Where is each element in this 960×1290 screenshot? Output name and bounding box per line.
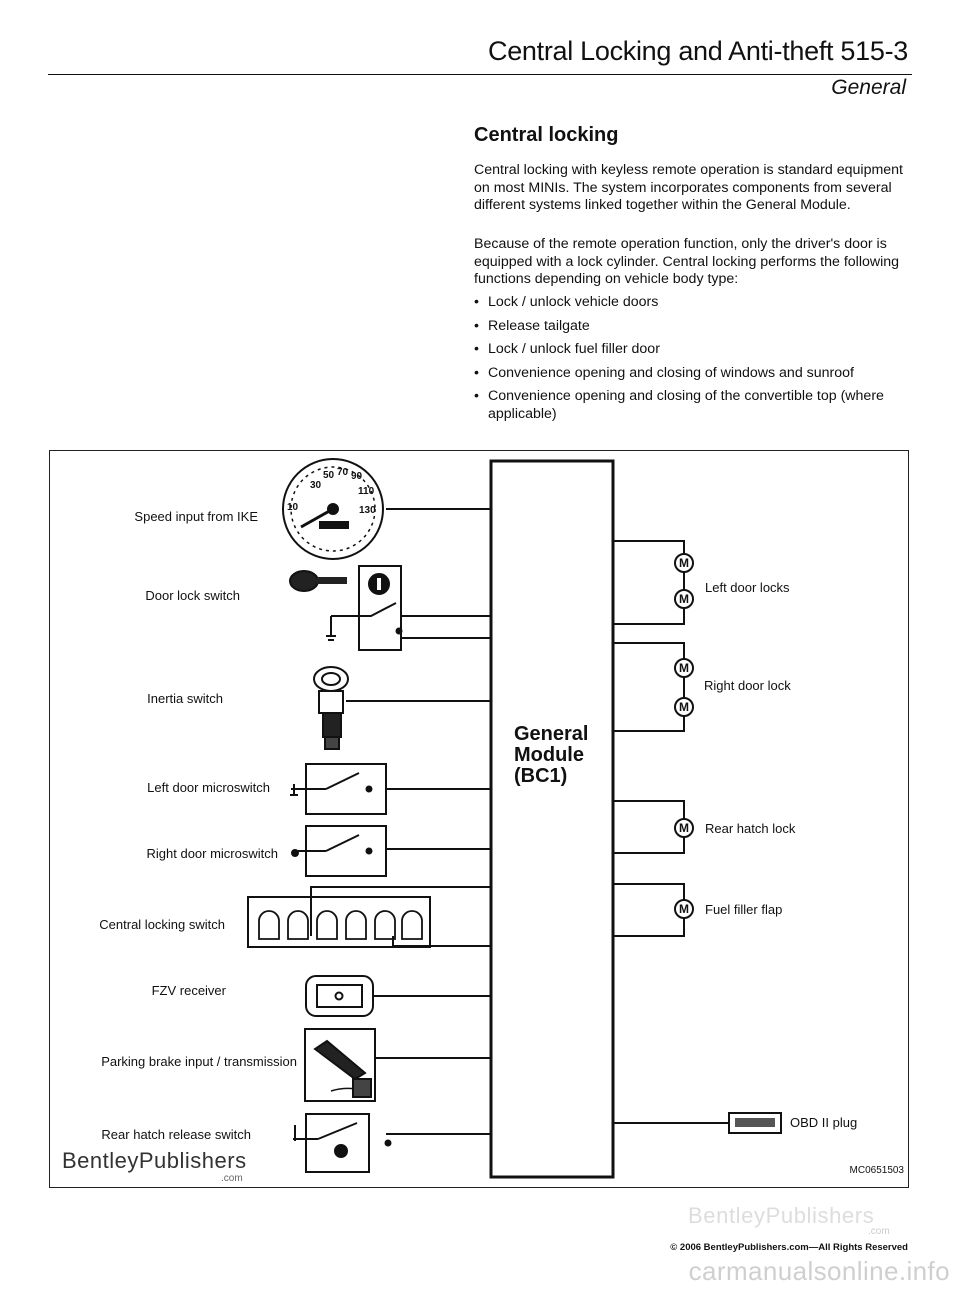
motor-symbol: M (679, 821, 689, 835)
obd-plug-icon (613, 1112, 782, 1134)
fuel-filler-flap-circuit (613, 883, 694, 937)
list-item: Convenience opening and closing of windo… (474, 365, 910, 383)
label-inertia-switch: Inertia switch (147, 691, 223, 706)
list-item: Release tailgate (474, 318, 910, 336)
publisher-watermark-suffix: .com (868, 1226, 890, 1237)
section-heading: Central locking (474, 124, 619, 146)
parking-brake-icon (304, 1028, 376, 1102)
svg-text:50: 50 (323, 470, 335, 481)
svg-text:110: 110 (358, 486, 375, 497)
intro-paragraph: Central locking with keyless remote oper… (474, 162, 903, 213)
svg-text:130: 130 (359, 505, 376, 516)
svg-text:90: 90 (351, 471, 363, 482)
functions-paragraph: Because of the remote operation function… (474, 236, 900, 287)
functions-list: Lock / unlock vehicle doors Release tail… (474, 294, 910, 429)
publisher-logo-suffix: .com (221, 1173, 243, 1184)
label-central-locking-switch: Central locking switch (99, 917, 225, 932)
svg-text:10: 10 (287, 502, 299, 513)
central-locking-switch-icon (247, 896, 431, 948)
inertia-switch-icon (313, 666, 349, 750)
label-fuel-filler-flap: Fuel filler flap (705, 902, 783, 917)
fzv-receiver-icon (305, 975, 374, 1017)
rear-hatch-lock-circuit (613, 800, 694, 854)
figure-code: MC0651503 (849, 1165, 904, 1176)
motor-symbol: M (679, 592, 689, 606)
svg-text:30: 30 (310, 480, 322, 491)
label-left-door-microswitch: Left door microswitch (147, 780, 270, 795)
site-watermark: carmanualsonline.info (688, 1256, 950, 1286)
publisher-logo: BentleyPublishers (62, 1148, 247, 1173)
page-header-title: Central Locking and Anti-theft 515-3 (488, 36, 908, 66)
label-left-door-locks: Left door locks (705, 580, 790, 595)
door-lock-switch-icon (289, 565, 403, 651)
list-item: Lock / unlock vehicle doors (474, 294, 910, 312)
list-item: Lock / unlock fuel filler door (474, 341, 910, 359)
motor-symbol: M (679, 902, 689, 916)
svg-text:70: 70 (337, 467, 349, 478)
label-parking-brake: Parking brake input / transmission (101, 1054, 297, 1069)
right-door-lock-circuit (613, 642, 694, 732)
general-module-box (489, 459, 615, 1179)
page-section-name: General (831, 76, 906, 99)
left-door-locks-circuit (613, 540, 694, 625)
motor-symbol: M (679, 556, 689, 570)
label-fzv-receiver: FZV receiver (151, 983, 226, 998)
label-rear-hatch-release-switch: Rear hatch release switch (101, 1127, 251, 1142)
motor-symbol: M (679, 700, 689, 714)
motor-symbol: M (679, 661, 689, 675)
rear-hatch-release-switch-icon (293, 1113, 392, 1173)
copyright-notice: © 2006 BentleyPublishers.com—All Rights … (670, 1242, 908, 1253)
wire-central-switch-a (310, 886, 491, 936)
label-rear-hatch-lock: Rear hatch lock (705, 821, 796, 836)
publisher-watermark: BentleyPublishers (688, 1203, 875, 1228)
general-module-label: General Module (BC1) (514, 723, 589, 787)
label-obd-plug: OBD II plug (790, 1115, 858, 1130)
label-door-lock-switch: Door lock switch (145, 588, 240, 603)
wire-central-switch-b (392, 936, 491, 947)
header-rule (48, 74, 912, 75)
list-item: Convenience opening and closing of the c… (474, 388, 910, 423)
label-right-door-lock: Right door lock (704, 678, 791, 693)
right-door-microswitch-icon (291, 825, 387, 877)
left-door-microswitch-icon (290, 763, 387, 815)
label-right-door-microswitch: Right door microswitch (146, 846, 279, 861)
label-speed-input: Speed input from IKE (134, 509, 258, 524)
